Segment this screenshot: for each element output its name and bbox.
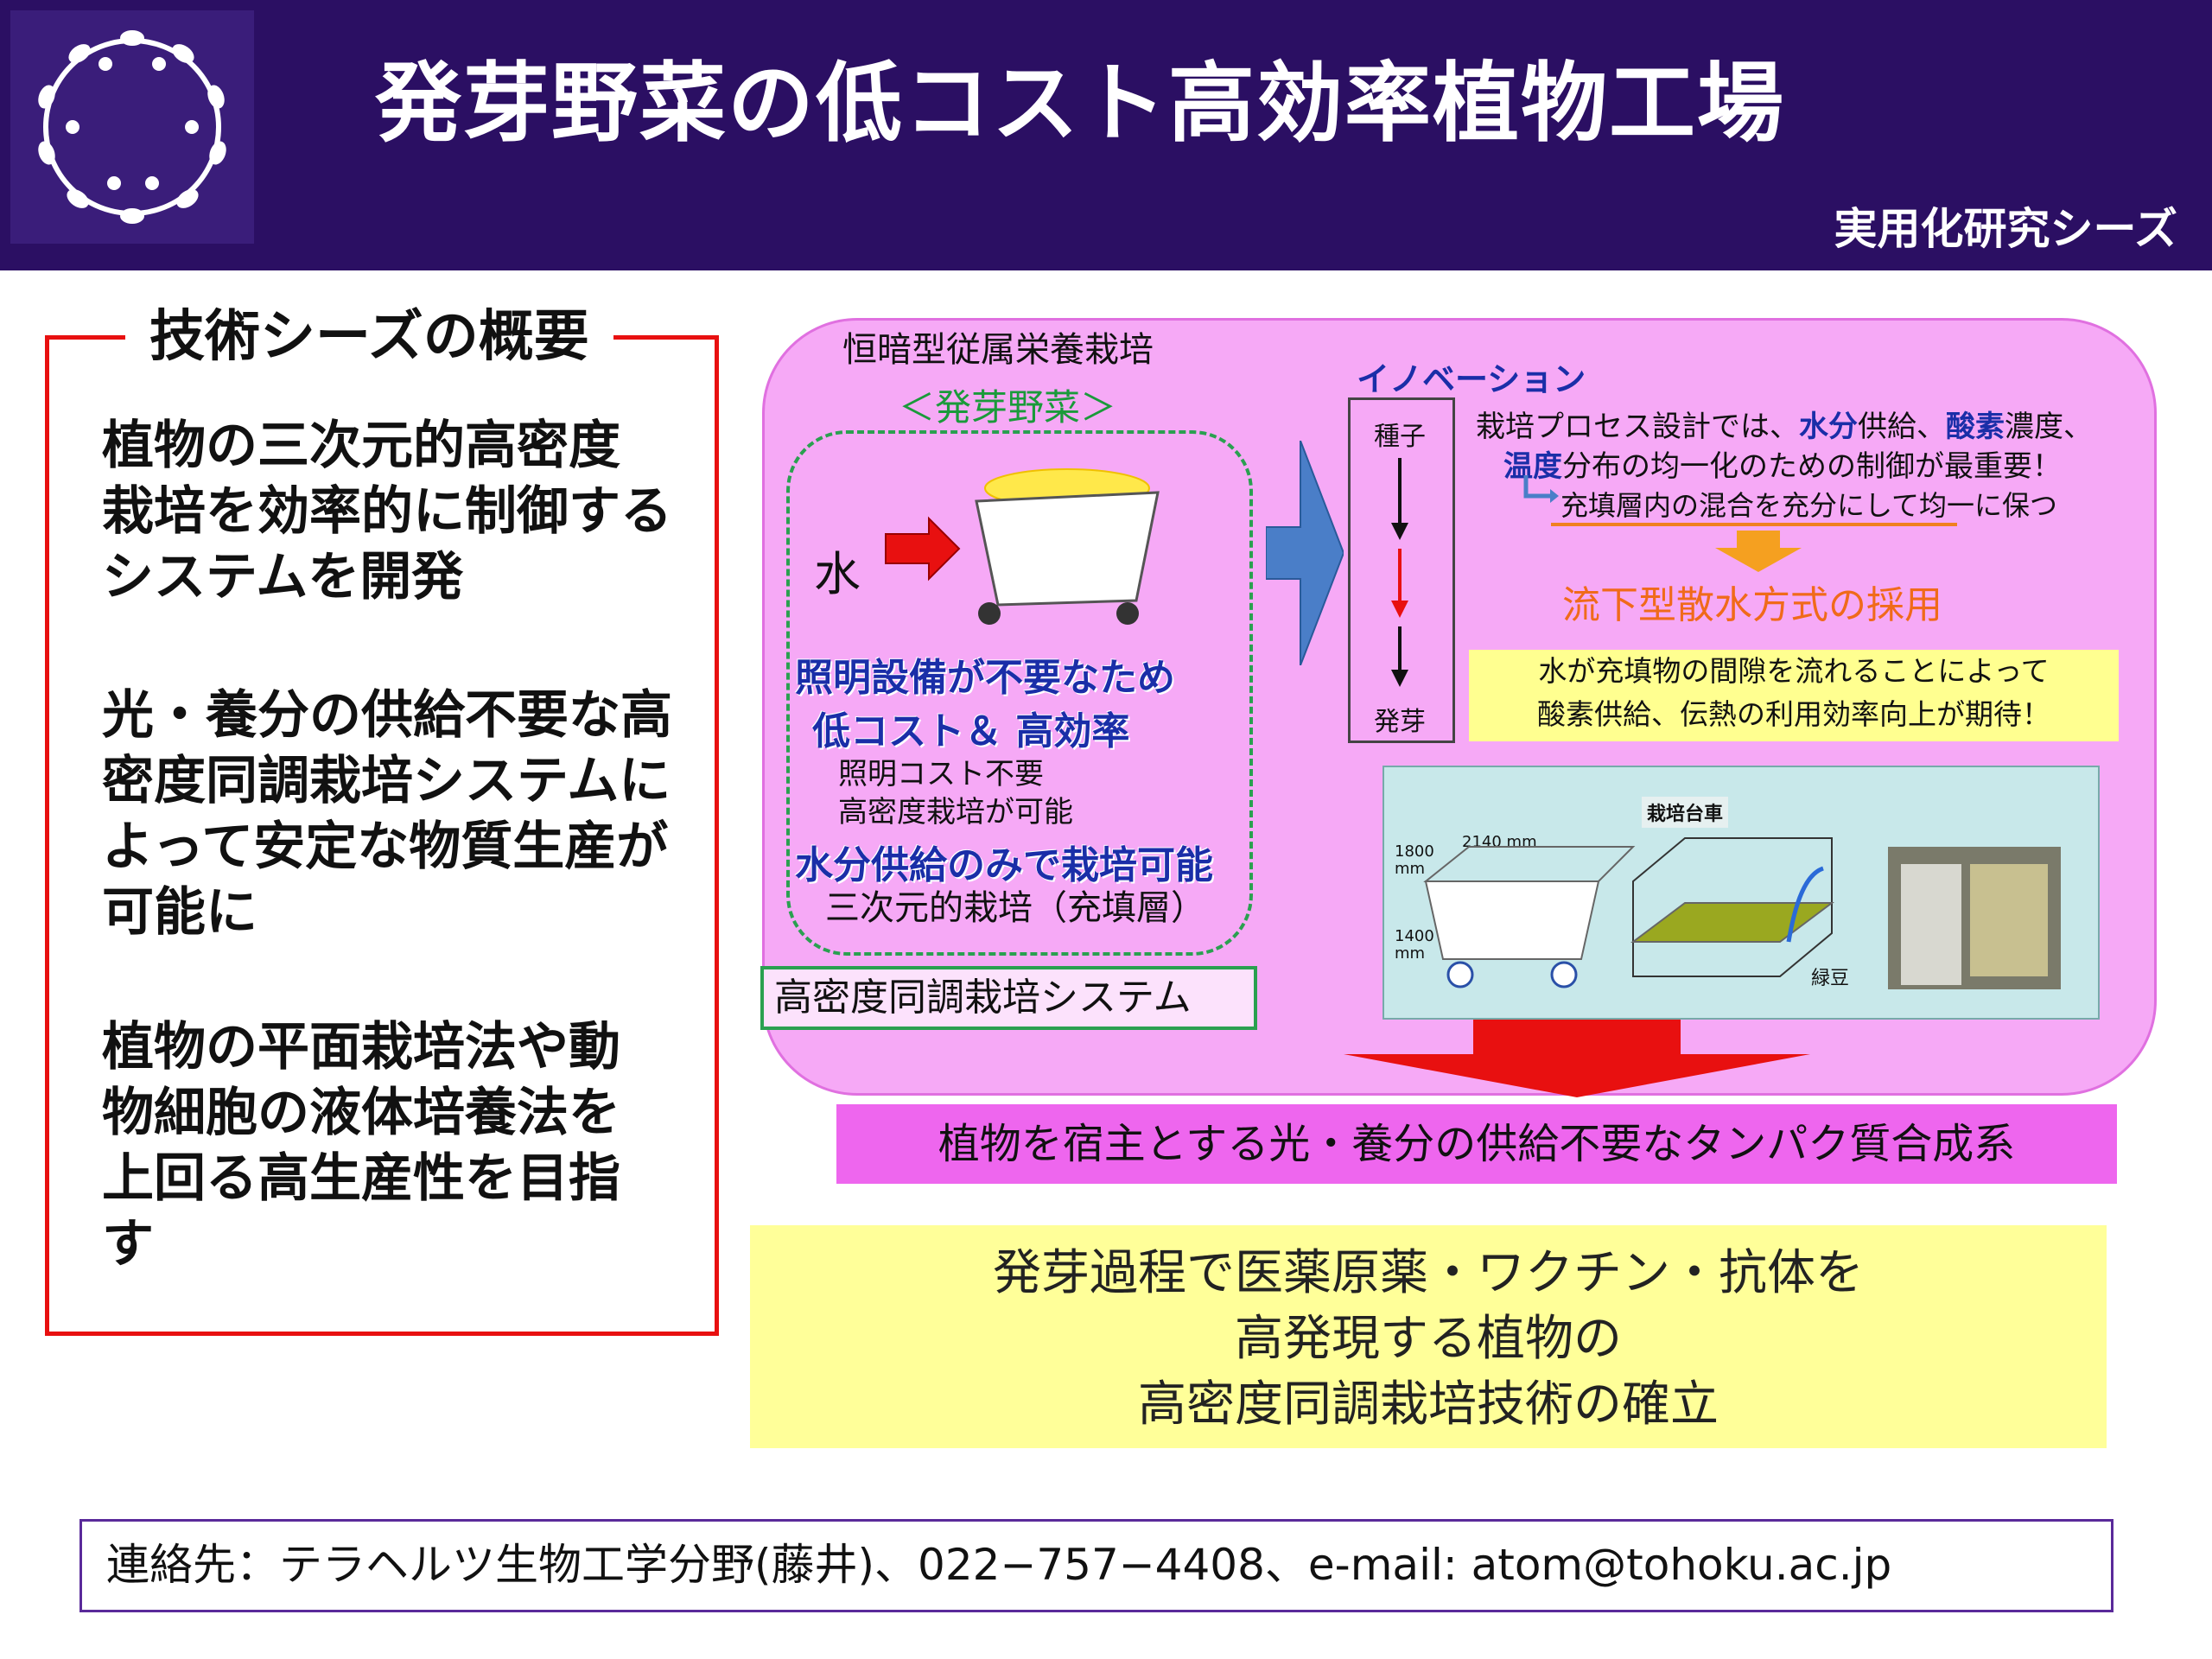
dimension-height-total: 1800 mm: [1395, 842, 1434, 878]
down-arrow-icon: [1391, 670, 1408, 687]
innovation-title: イノベーション: [1357, 360, 1586, 398]
goal-line: 高密度同調栽培技術の確立: [1138, 1376, 1719, 1433]
benefit-subtitle: 低コスト＆ 高効率: [812, 709, 1130, 753]
sprout-end-label: 発芽: [1374, 707, 1426, 737]
cart-drawings: [1423, 837, 2061, 989]
flow-arrows: [1391, 458, 1408, 687]
page-subtitle: 実用化研究シーズ: [1834, 204, 2178, 254]
note-line: 水が充填物の間隙を流れることによって: [1538, 654, 2050, 688]
goal-box: 発芽過程で医薬原薬・ワクチン・抗体を 高発現する植物の 高密度同調栽培技術の確立: [750, 1225, 2107, 1448]
text-span: 濃度、: [2005, 410, 2093, 444]
page-title: 発芽野菜の低コスト高効率植物工場: [375, 53, 1785, 154]
note-high-density: 高密度栽培が可能: [838, 795, 1073, 830]
header-bar: [0, 0, 2212, 270]
highlight-water: 水分: [1799, 410, 1858, 444]
overview-line: システムを開発: [102, 547, 464, 607]
overview-point-2: 光・養分の供給不要な高 密度同調栽培システムに よって安定な物質生産が 可能に: [102, 683, 707, 945]
mungbean-bed: [1630, 902, 1834, 943]
expectation-note: 水が充填物の間隙を流れることによって 酸素供給、伝熱の利用効率向上が期待！: [1469, 650, 2119, 741]
overview-line: 栽培を効率的に制御する: [102, 481, 672, 542]
overview-line: よって安定な物質生産が: [102, 817, 669, 877]
water-label: 水: [814, 547, 861, 601]
wheel-icon: [1446, 961, 1474, 988]
three-d-label: 三次元的栽培（充填層）: [825, 888, 1205, 928]
overview-line: 物細胞の液体培養法を: [102, 1083, 620, 1143]
water-arrow-icon: [885, 516, 961, 582]
design-text-line1: 栽培プロセス設計では、水分供給、酸素濃度、: [1476, 403, 2093, 445]
water-hose-icon: [1786, 866, 1824, 943]
orange-arrow-icon: [1715, 531, 1802, 572]
underline: [1551, 523, 1957, 526]
overview-point-1: 植物の三次元的高密度 栽培を効率的に制御する システムを開発: [102, 413, 707, 610]
sprout-label: ＜発芽野菜＞: [899, 386, 1117, 429]
overview-heading: 技術シーズの概要: [125, 302, 613, 372]
overview-line: 上回る高生産性を目指: [102, 1148, 620, 1209]
hd-system-label: 高密度同調栽培システム: [760, 966, 1257, 1030]
note-line: 酸素供給、伝熱の利用効率向上が期待！: [1537, 697, 2050, 731]
university-logo: [10, 10, 254, 244]
note-lighting-cost: 照明コスト不要: [838, 757, 1044, 791]
cart-illustration: [885, 468, 1160, 625]
return-arrow-icon: [1523, 475, 1559, 503]
down-arrow-icon: [1391, 523, 1408, 540]
wreath-icon: [38, 30, 226, 224]
goal-line: 発芽過程で医薬原薬・ワクチン・抗体を: [993, 1245, 1864, 1301]
water-only-label: 水分供給のみで栽培可能: [795, 843, 1213, 887]
design-text-line2: 温度分布の均一化のための制御が最重要！: [1503, 442, 2062, 485]
mungbean-label: 緑豆: [1811, 968, 1850, 989]
design-text-line3: 充填層内の混合を充分にして均一に保つ: [1560, 489, 2058, 522]
overview-line: 密度同調栽培システムに: [102, 751, 671, 811]
benefit-title: 照明設備が不要なため: [795, 656, 1175, 700]
blue-arrow-icon: [1266, 441, 1344, 665]
wheel-icon: [978, 602, 1001, 625]
big-red-arrow-icon: [1344, 1020, 1810, 1097]
contact-info: 連絡先：テラヘルツ生物工学分野(藤井)、022−757−4408、e-mail:…: [79, 1519, 2113, 1612]
cultivation-caption: 恒暗型従属栄養栽培: [842, 330, 1154, 370]
overview-line: 光・養分の供給不要な高: [102, 685, 672, 746]
flow-method-label: 流下型散水方式の採用: [1562, 583, 1942, 627]
highlight-temperature: 温度: [1503, 449, 1562, 484]
wheel-icon: [1116, 602, 1139, 625]
goal-line: 高発現する植物の: [1235, 1311, 1622, 1367]
overview-line: 植物の三次元的高密度: [102, 416, 620, 476]
text-span: 分布の均一化のための制御が最重要！: [1562, 449, 2062, 484]
protein-synthesis-bar: 植物を宿主とする光・養分の供給不要なタンパク質合成系: [836, 1104, 2117, 1184]
overview-line: す: [102, 1214, 154, 1274]
text-span: 栽培プロセス設計では、: [1476, 410, 1799, 444]
text-span: 供給、: [1858, 410, 1946, 444]
dimension-height-body: 1400 mm: [1395, 927, 1434, 963]
seed-label: 種子: [1374, 422, 1426, 452]
overview-line: 植物の平面栽培法や動: [102, 1017, 620, 1077]
wheel-icon: [1550, 961, 1578, 988]
overview-line: 可能に: [102, 882, 257, 943]
sprout-dashed-box: [786, 430, 1253, 956]
down-arrow-icon: [1391, 601, 1408, 618]
cart-label: 栽培台車: [1642, 797, 1729, 828]
highlight-oxygen: 酸素: [1946, 410, 2005, 444]
overview-point-3: 植物の平面栽培法や動 物細胞の液体培養法を 上回る高生産性を目指 す: [102, 1014, 707, 1277]
